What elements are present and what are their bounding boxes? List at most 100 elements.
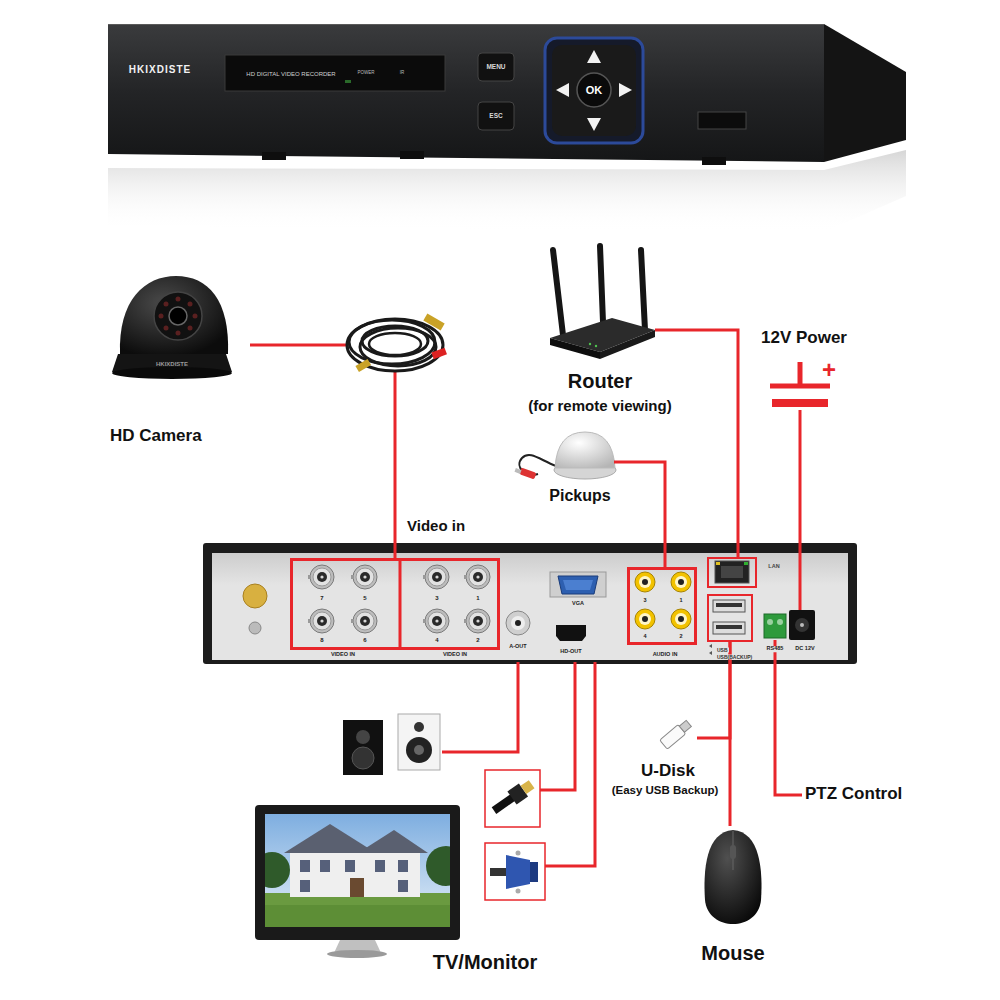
- vga-plug: [506, 855, 530, 889]
- power-symbol: [772, 399, 828, 407]
- dome-camera: [112, 276, 232, 379]
- dvr-back-panel: [351, 565, 377, 589]
- indicator-label: IR: [400, 71, 405, 76]
- port-number: 8: [320, 637, 323, 643]
- signal-wire: [442, 662, 518, 752]
- dvr-back-panel: [713, 600, 745, 612]
- router: [550, 338, 600, 359]
- device-caption: HD Camera: [110, 427, 202, 444]
- dvr-front: [108, 24, 906, 232]
- port-number: 4: [435, 637, 438, 643]
- router: [641, 250, 645, 330]
- microphone-node: Pickups: [516, 428, 614, 480]
- coiled-cable: [369, 333, 421, 355]
- port-number: 2: [679, 634, 682, 640]
- dvr-back-panel: [715, 561, 749, 583]
- router: [600, 330, 655, 359]
- port-label: RS485: [766, 646, 785, 652]
- speakers: [406, 737, 432, 763]
- brand-name: HKIXDISTE: [129, 65, 191, 75]
- vga-plug: [485, 843, 545, 900]
- usb-stick: [660, 719, 693, 749]
- dvr-back-panel: [308, 565, 334, 589]
- port-label: DC 12V: [795, 646, 814, 652]
- vga-plug: [490, 868, 507, 876]
- dvr-back-panel: [203, 543, 857, 664]
- dome-camera: [112, 367, 232, 379]
- signal-wire: [614, 462, 665, 567]
- coiled-cable: [423, 314, 444, 331]
- dvr-back-panel: [800, 623, 804, 627]
- pickup-microphone: [519, 467, 536, 479]
- dvr-back-panel: [709, 651, 712, 655]
- dvr-back-panel: [789, 610, 815, 640]
- dvr-back-panel: [464, 565, 490, 589]
- pickup-microphone: [514, 468, 521, 474]
- dvr-front: [577, 73, 611, 107]
- mouse: [730, 845, 736, 859]
- signal-wire: [442, 662, 595, 866]
- dome-camera: [188, 302, 193, 307]
- dvr-back-panel: [399, 559, 402, 649]
- dvr-front: [552, 45, 636, 136]
- dvr-front: [478, 102, 514, 130]
- speakers: [343, 714, 440, 775]
- port-label: A-OUT: [509, 644, 526, 650]
- power-symbol: [798, 362, 803, 386]
- dvr-back-panel: [744, 562, 748, 565]
- dvr-back-panel: [515, 620, 521, 626]
- device-caption: Router: [568, 371, 632, 391]
- device-caption: Mouse: [701, 943, 764, 963]
- dvr-back-panel: [550, 572, 606, 597]
- coiled-cable: [347, 319, 443, 371]
- dvr-back-panel: [767, 619, 773, 625]
- dome-camera: [159, 314, 164, 319]
- vga-plug: [516, 851, 521, 856]
- port-group-box: Video in: [290, 558, 500, 650]
- dvr-back-panel: [556, 625, 586, 641]
- dvr-back-panel: [511, 616, 525, 630]
- monitor: [284, 824, 376, 853]
- dvr-front: [345, 80, 351, 83]
- monitor: [350, 878, 364, 897]
- router-node: Router(for remote viewing): [545, 240, 655, 360]
- dvr-front: [545, 38, 643, 143]
- monitor: [320, 860, 330, 872]
- monitor: [290, 850, 420, 897]
- port-number: 6: [363, 637, 366, 643]
- power-symbol: [770, 362, 830, 403]
- monitor: [300, 880, 310, 892]
- signal-wire: [250, 345, 395, 558]
- hdmi-plug: [485, 770, 540, 827]
- hdmi-plug: [521, 780, 535, 794]
- dvr-back-panel: [777, 619, 783, 625]
- coiled-cable: [362, 326, 428, 356]
- dvr-back-panel: [212, 553, 848, 660]
- port-group-box: AUDIO IN: [627, 567, 697, 645]
- dvr-front: [108, 24, 824, 162]
- dome-camera: [120, 276, 228, 354]
- device-caption: TV/Monitor: [433, 952, 537, 972]
- speakers: [343, 720, 383, 775]
- monitor: [265, 905, 450, 927]
- button-label: MENU: [486, 64, 505, 71]
- port-number: 3: [643, 598, 646, 604]
- port-label: USB: [716, 648, 729, 653]
- signal-wire: [545, 662, 595, 866]
- dvr-front: [556, 83, 569, 97]
- dvr-front: [108, 150, 906, 232]
- dome-camera: [164, 302, 169, 307]
- terminal-block: RS485: [763, 613, 787, 640]
- dvr-front: [478, 53, 514, 81]
- dvr-front: [262, 152, 286, 160]
- dome-camera: [176, 297, 181, 302]
- monitor: [265, 852, 290, 888]
- device-caption: 12V Power: [761, 329, 847, 346]
- port-number: 1: [476, 595, 479, 601]
- device-caption: Pickups: [549, 488, 610, 504]
- ptz-node: PTZ Control: [802, 784, 905, 803]
- mouse: [705, 830, 762, 924]
- polarity-sign: +: [822, 358, 836, 382]
